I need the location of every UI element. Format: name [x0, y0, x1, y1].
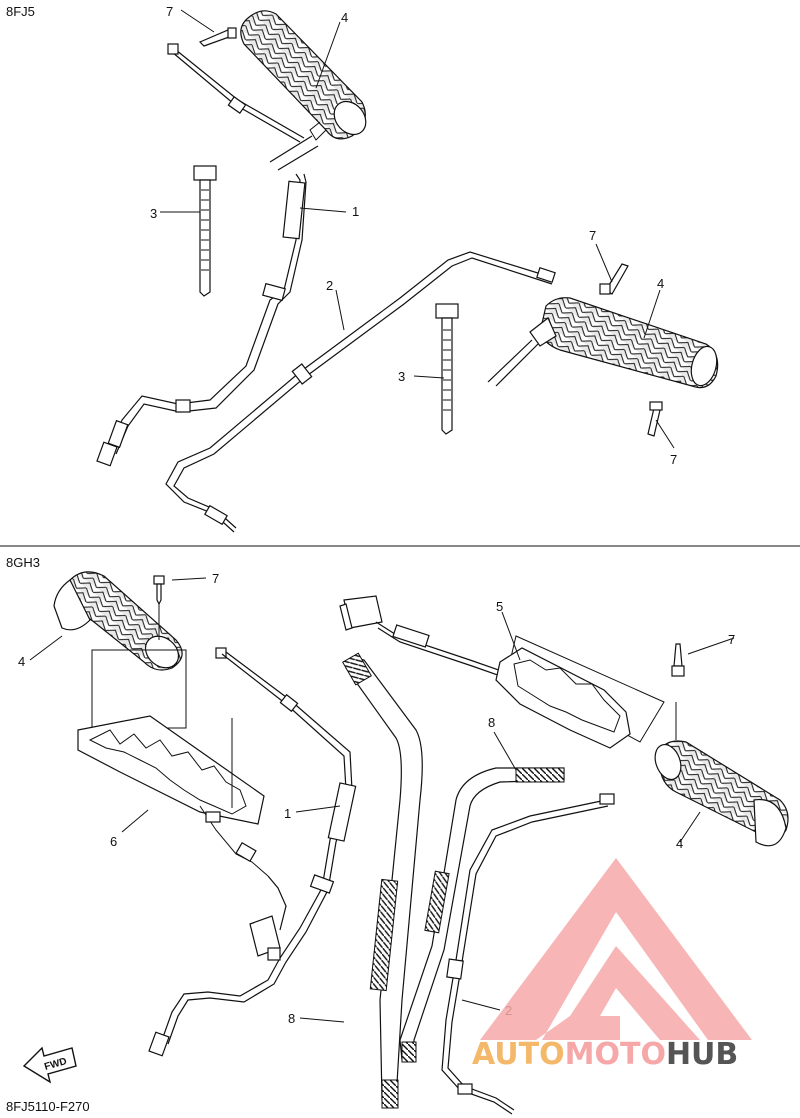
throttle-cable-part-1-top [96, 43, 319, 467]
hose-part-8-right [399, 767, 565, 1063]
section-code-bottom: 8GH3 [6, 555, 40, 570]
callout-1: 1 [284, 806, 291, 821]
pin-part-7-bottom-left [153, 575, 165, 640]
pin-part-7-top-right-lower [647, 401, 663, 437]
callout-3: 3 [150, 206, 157, 221]
callout-7: 7 [670, 452, 677, 467]
callout-8: 8 [288, 1011, 295, 1026]
callout-4: 4 [341, 10, 348, 25]
watermark-text: AUTOMOTOHUB [472, 1037, 738, 1072]
watermark-logo: AUTOMOTOHUB [472, 858, 752, 1072]
callout-6: 6 [110, 834, 117, 849]
pin-part-7-top-right-upper [599, 263, 629, 295]
callout-7: 7 [212, 571, 219, 586]
callout-4: 4 [657, 276, 664, 291]
heater-element-part-6 [77, 649, 287, 957]
throttle-cable-part-2-top [165, 251, 556, 533]
cable-tie-part-3-top-center [435, 303, 459, 435]
watermark-text-moto: MOTO [565, 1037, 666, 1072]
cable-tie-part-3-top-left [193, 165, 217, 297]
callout-3: 3 [398, 369, 405, 384]
pin-part-7-top [198, 27, 237, 47]
grip-part-4-top-left [240, 10, 367, 141]
callout-7: 7 [589, 228, 596, 243]
heated-grip-part-4-bottom-right [654, 740, 789, 847]
diagram-reference-code: 8FJ5110-F270 [6, 1099, 90, 1114]
callout-7: 7 [166, 4, 173, 19]
throttle-cable-part-2-bottom [441, 793, 615, 1115]
callout-8: 8 [488, 715, 495, 730]
hose-part-8-left [342, 652, 423, 1109]
heater-element-part-5 [339, 595, 677, 749]
throttle-cable-part-1-bottom [148, 647, 357, 1057]
heated-grip-part-4-bottom-left [53, 571, 183, 671]
watermark-triangle-mark [480, 858, 752, 1040]
callout-7: 7 [728, 632, 735, 647]
section-code-top: 8FJ5 [6, 4, 35, 19]
callout-5: 5 [496, 599, 503, 614]
watermark-text-auto: AUTO [472, 1037, 565, 1072]
pin-part-7-bottom-right [671, 643, 685, 677]
callout-4: 4 [676, 836, 683, 851]
callout-4: 4 [18, 654, 25, 669]
callout-2: 2 [326, 278, 333, 293]
callout-1: 1 [352, 204, 359, 219]
grip-part-4-top-right [487, 297, 719, 389]
forward-arrow-icon: FWD [22, 1046, 77, 1084]
watermark-text-hub: HUB [666, 1037, 738, 1072]
